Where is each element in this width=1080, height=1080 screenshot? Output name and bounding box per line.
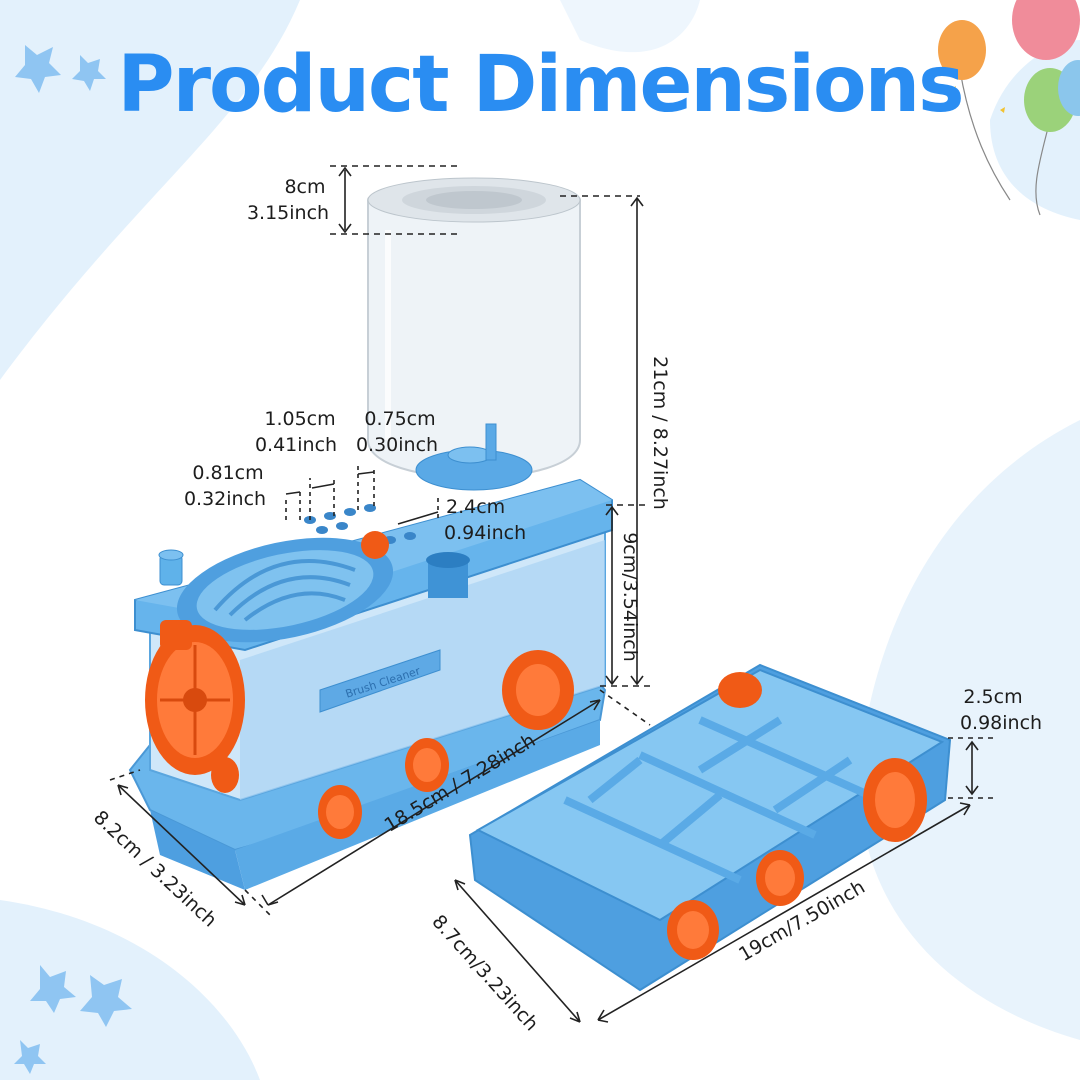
wheel-icon	[211, 650, 574, 839]
dimension-lines	[109, 165, 995, 1023]
dim-hole-large-cm: 2.4cm	[446, 496, 506, 518]
balloon-icon	[938, 0, 1080, 216]
front-wheel-icon	[145, 620, 245, 775]
dim-hole-a-inch: 0.41inch	[254, 434, 338, 456]
dim-hole-c-cm: 0.81cm	[192, 462, 264, 484]
dim-body-height: 9cm/3.54inch	[619, 532, 641, 662]
dim-total-height: 21cm / 8.27inch	[649, 356, 671, 510]
dim-hole-b-inch: 0.30inch	[355, 434, 439, 456]
water-bottle	[367, 177, 581, 491]
dim-tray-height-inch: 0.98inch	[959, 712, 1043, 734]
dim-cup-height-inch: 3.15inch	[246, 202, 330, 224]
dim-hole-large-inch: 0.94inch	[444, 522, 527, 544]
star-splash-icon	[14, 45, 132, 1074]
dim-hole-b-cm: 0.75cm	[364, 408, 436, 430]
page-title: Product Dimensions	[117, 40, 964, 130]
tray-product	[468, 663, 952, 992]
dim-hole-a-cm: 1.05cm	[264, 408, 336, 430]
dim-cup-height-cm: 8cm	[284, 176, 326, 198]
dim-hole-c-inch: 0.32inch	[183, 488, 267, 510]
main-product	[128, 177, 613, 890]
dim-tray-height-cm: 2.5cm	[963, 686, 1023, 708]
